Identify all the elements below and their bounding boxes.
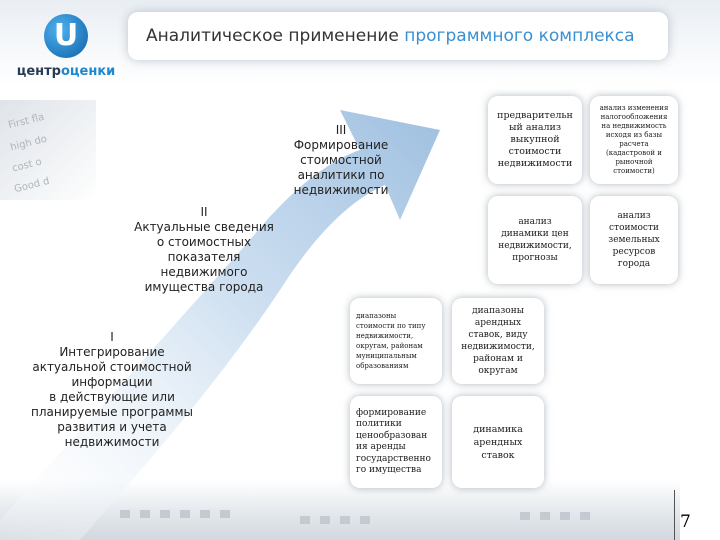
box-land-cost: анализ стоимости земельных ресурсов горо… [590,196,678,284]
box-cost-ranges-text: диапазоны стоимости по типу недвижимости… [356,312,426,370]
box-price-dynamics-text: анализ динамики цен недвижимости, прогно… [498,217,572,263]
logo-text-part2: оценки [60,64,116,79]
box-buyout-analysis-text: предварительн ый анализ выкупной стоимос… [497,110,573,169]
logo-text: центроценки [16,64,116,79]
logo-text-part1: центр [16,64,61,79]
box-cost-ranges: диапазоны стоимости по типу недвижимости… [350,298,442,384]
box-rent-ranges-text: диапазоны арендных ставок, виду недвижим… [461,306,535,376]
title-main: Аналитическое применение [146,26,405,46]
title-accent: программного комплекса [404,26,635,46]
page-number: 7 [680,512,691,532]
box-price-dynamics: анализ динамики цен недвижимости, прогно… [488,196,582,284]
stage-2-label: II Актуальные сведения о стоимостных пок… [124,205,284,295]
logo-u-icon: U [44,14,88,58]
box-rent-dynamics: динамика арендных ставок [452,396,544,488]
box-rent-dynamics-text: динамика арендных ставок [473,423,523,461]
box-tax-analysis: анализ изменения налогообложения на недв… [590,96,678,184]
growth-arrow-shape [0,110,440,540]
stage-1-label: I Интегрирование актуальной стоимостной … [22,330,202,450]
title-box [128,12,668,60]
box-land-cost-text: анализ стоимости земельных ресурсов горо… [608,211,660,269]
stage-2-text: II Актуальные сведения о стоимостных пок… [134,205,274,294]
box-rent-policy: формирование политики ценообразован ия а… [350,396,442,488]
box-rent-ranges: диапазоны арендных ставок, виду недвижим… [452,298,544,384]
page-title: Аналитическое применение программного ко… [146,26,635,46]
page-number-divider [674,490,675,540]
stage-3-label: III Формирование стоимостной аналитики п… [278,123,404,198]
stage-3-text: III Формирование стоимостной аналитики п… [293,123,389,197]
box-buyout-analysis: предварительн ый анализ выкупной стоимос… [488,96,582,184]
company-logo: U центроценки [16,14,116,86]
box-tax-analysis-text: анализ изменения налогообложения на недв… [599,104,669,175]
decorative-photo-left: First fla high do cost o Good d [0,100,96,200]
stage-1-text: I Интегрирование актуальной стоимостной … [31,330,193,449]
box-rent-policy-text: формирование политики ценообразован ия а… [356,407,431,476]
